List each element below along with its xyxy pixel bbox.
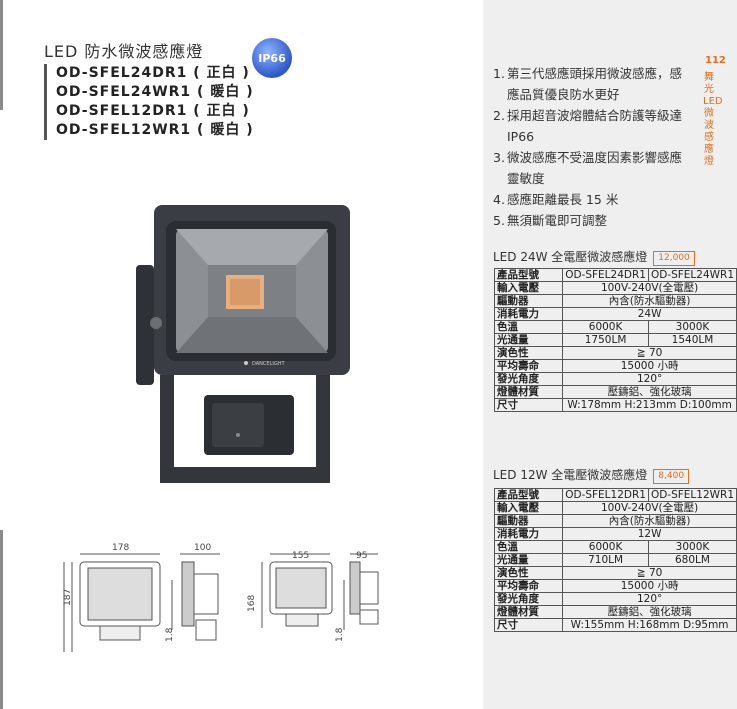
table-row: 燈體材質壓鑄鋁、強化玻璃	[493, 385, 737, 399]
table-row: 燈體材質壓鑄鋁、強化玻璃	[493, 605, 737, 619]
dim-213: 213	[60, 603, 61, 620]
feature-item: 3.微波感應不受溫度因素影響感應靈敏度	[493, 150, 683, 186]
table-row: 演色性≧ 70	[493, 566, 737, 580]
spec24-price: 12,000	[653, 251, 695, 266]
feature-item: 2.採用超音波熔體結合防護等級達 IP66	[493, 108, 683, 144]
table-row: 演色性≧ 70	[493, 346, 737, 360]
floodlight-photo: DANCELIGHT	[136, 205, 350, 483]
dim-1-8-a: 1.8	[165, 627, 175, 642]
dim-187: 187	[63, 589, 73, 606]
dim-95: 95	[356, 551, 367, 561]
dimension-drawings: 178 100 155 95 213 187 1.8 168 1.8	[60, 543, 379, 652]
spec12-price: 8,400	[653, 469, 690, 484]
product-code: OD-SFEL12WR1 ( 暖白 )	[56, 122, 254, 138]
page-number: 112	[705, 55, 726, 66]
side-category: 舞光LED微波感應燈	[703, 72, 723, 167]
product-code: OD-SFEL24WR1 ( 暖白 )	[56, 84, 254, 100]
feature-list: 1.第三代感應頭採用微波感應，感應品質優良防水更好 2.採用超音波熔體結合防護等…	[493, 63, 693, 231]
dim-155: 155	[292, 551, 309, 561]
feature-item: 1.第三代感應頭採用微波感應，感應品質優良防水更好	[493, 66, 683, 102]
left-edge-bar-bottom	[0, 530, 3, 709]
dim-1-8-b: 1.8	[335, 627, 345, 642]
dim-168: 168	[247, 595, 257, 612]
product-title: LED 防水微波感應燈	[44, 42, 204, 61]
dim-178: 178	[112, 543, 129, 553]
product-codes: OD-SFEL24DR1 ( 正白 ) OD-SFEL24WR1 ( 暖白 ) …	[44, 64, 254, 140]
ip66-badge-icon: IP66	[252, 38, 292, 78]
product-code: OD-SFEL12DR1 ( 正白 )	[56, 103, 250, 119]
feature-item: 4.感應距離最長 15 米	[493, 192, 619, 207]
lamp-brand-text: DANCELIGHT	[252, 361, 285, 367]
left-edge-bar	[0, 0, 3, 110]
feature-item: 5.無須斷電即可調整	[493, 213, 608, 228]
product-code: OD-SFEL24DR1 ( 正白 )	[56, 65, 250, 81]
table-row: 驅動器內含(防水驅動器)	[493, 514, 737, 528]
left-panel: LED 防水微波感應燈 IP66 OD-SFEL24DR1 ( 正白 ) OD-…	[0, 0, 379, 709]
dim-100: 100	[194, 543, 211, 553]
table-row: 驅動器內含(防水驅動器)	[493, 294, 737, 308]
